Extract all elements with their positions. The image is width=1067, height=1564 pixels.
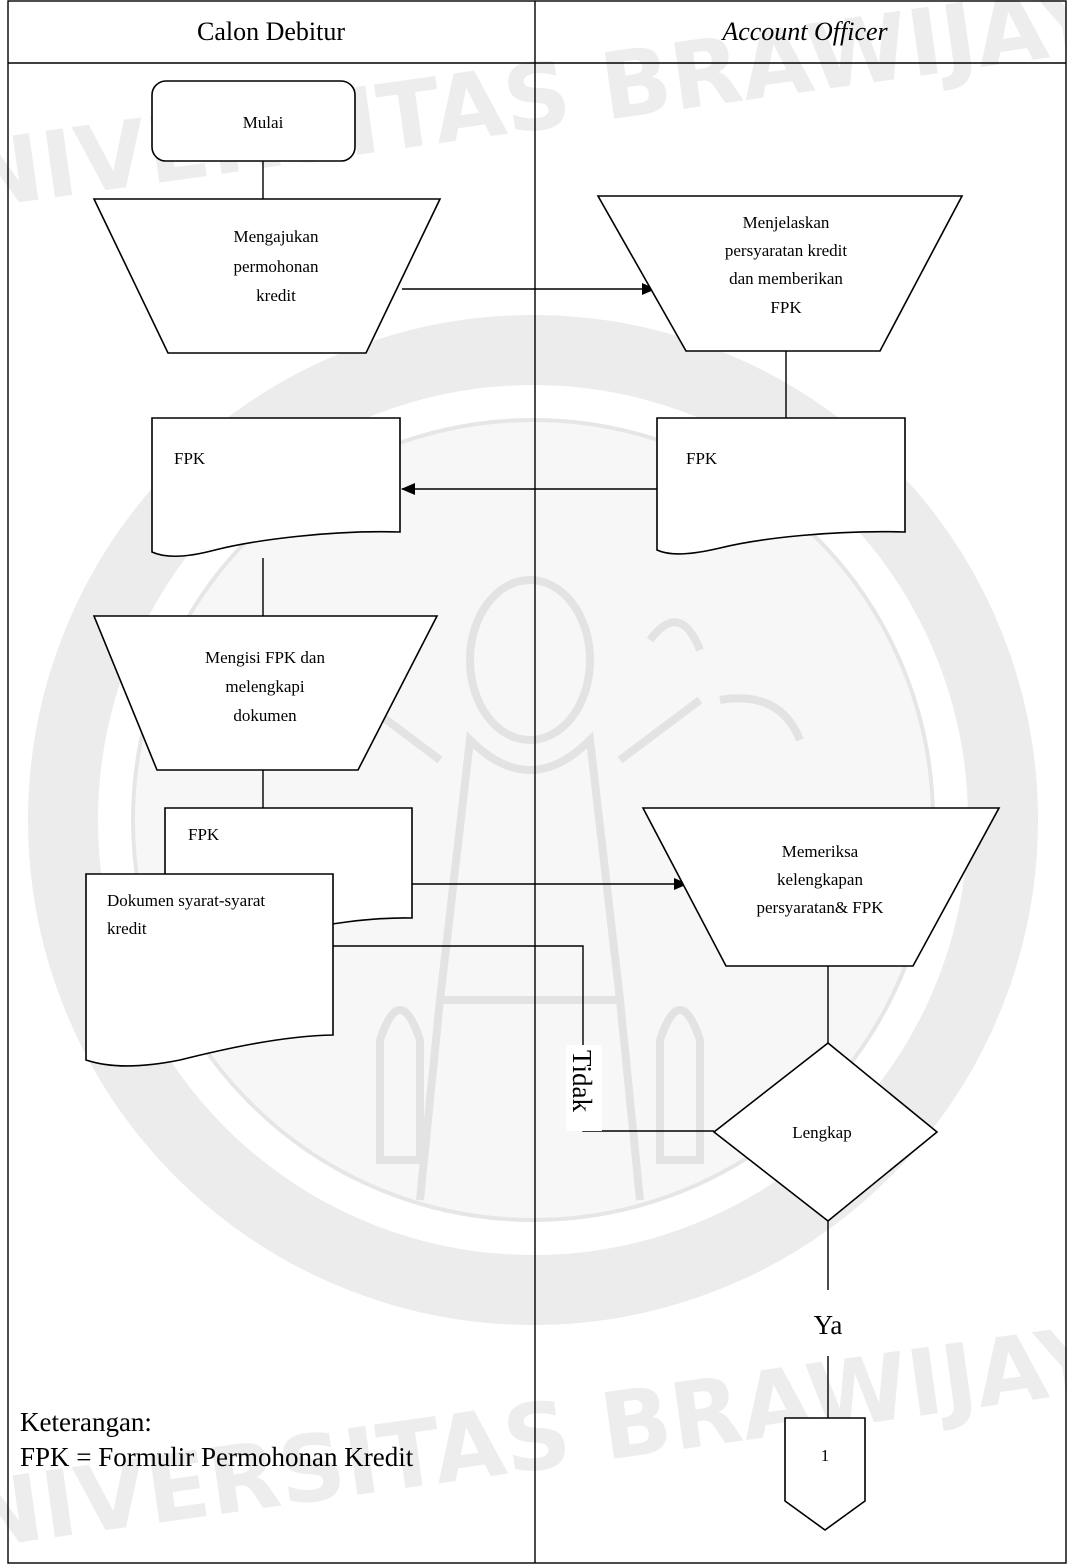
tidak-label: Tidak xyxy=(567,1050,597,1113)
lane-title-calon-debitur: Calon Debitur xyxy=(197,17,345,46)
watermark-seal-outer xyxy=(28,315,1038,1325)
fpk-stack-label: FPK xyxy=(188,825,220,844)
ya-label: Ya xyxy=(814,1310,843,1340)
apply-label-line2: permohonan xyxy=(234,257,319,276)
check-label-line1: Memeriksa xyxy=(782,842,859,861)
explain-label-line1: Menjelaskan xyxy=(743,213,830,232)
explain-label-line3: dan memberikan xyxy=(729,269,843,288)
docs-label-line2: kredit xyxy=(107,919,147,938)
ya-label-box: Ya xyxy=(800,1290,856,1356)
apply-label-line3: kredit xyxy=(256,286,296,305)
decision-label: Lengkap xyxy=(792,1123,851,1142)
explain-label-line4: FPK xyxy=(770,298,802,317)
connector-label: 1 xyxy=(821,1446,830,1465)
fpk-document-ao: FPK xyxy=(656,417,906,555)
lane-title-account-officer: Account Officer xyxy=(720,17,888,46)
watermark-figure xyxy=(357,576,804,1201)
decision-diamond: Lengkap xyxy=(712,1041,939,1223)
fpk-document-cd: FPK xyxy=(151,417,401,558)
legend-title: Keterangan: xyxy=(20,1407,152,1437)
watermark-text: UNIVERSITAS BRAWIJAYA xyxy=(0,1296,1067,1564)
connectors xyxy=(262,161,829,1418)
docs-document: Dokumen syarat-syarat kredit xyxy=(85,873,334,1067)
legend-line: FPK = Formulir Permohonan Kredit xyxy=(20,1442,414,1472)
offpage-connector: 1 xyxy=(784,1417,866,1531)
explain-manual-operation: Menjelaskan persyaratan kredit dan membe… xyxy=(596,195,964,352)
fpk-cd-label: FPK xyxy=(174,449,206,468)
legend: Keterangan: FPK = Formulir Permohonan Kr… xyxy=(20,1407,414,1472)
check-manual-operation: Memeriksa kelengkapan persyaratan& FPK xyxy=(641,807,1001,967)
docs-label-line1: Dokumen syarat-syarat xyxy=(107,891,265,910)
fpk-ao-label: FPK xyxy=(686,449,718,468)
start-label: Mulai xyxy=(243,113,284,132)
fill-label-line3: dokumen xyxy=(233,706,297,725)
fill-label-line1: Mengisi FPK dan xyxy=(205,648,325,667)
explain-label-line2: persyaratan kredit xyxy=(725,241,848,260)
fill-manual-operation: Mengisi FPK dan melengkapi dokumen xyxy=(92,615,439,771)
check-label-line3: persyaratan& FPK xyxy=(756,898,884,917)
check-label-line2: kelengkapan xyxy=(777,870,863,889)
start-terminator: Mulai xyxy=(151,80,356,162)
swimlane-frame: Calon Debitur Account Officer xyxy=(7,0,1067,1564)
frame-border xyxy=(7,0,1067,1564)
tidak-label-box: Tidak xyxy=(566,1045,602,1131)
apply-label-line1: Mengajukan xyxy=(234,227,319,246)
fill-label-line2: melengkapi xyxy=(225,677,305,696)
apply-manual-operation: Mengajukan permohonan kredit xyxy=(92,198,442,354)
flow-line-tidak xyxy=(333,945,714,1132)
